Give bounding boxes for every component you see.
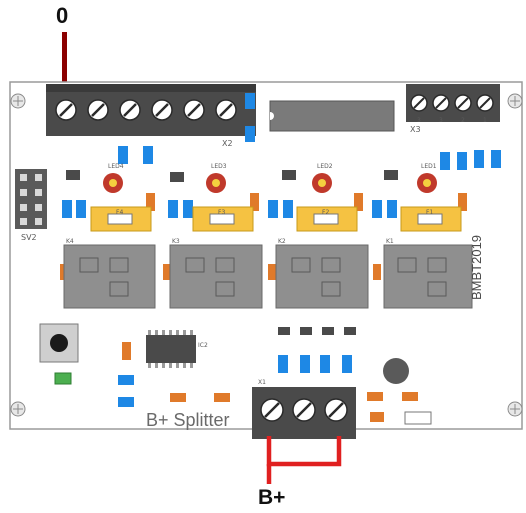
- x3-pin-label: 1: [483, 117, 487, 124]
- terminal-block-x2: [46, 84, 256, 136]
- sv2-label: SV2: [21, 233, 37, 242]
- relay-row: [63, 244, 473, 309]
- splitter-label: B+ Splitter: [146, 410, 230, 430]
- fuse-row: [90, 206, 462, 232]
- bottom-wire: [266, 436, 342, 484]
- smd-capacitor: [245, 126, 255, 142]
- x1-label: X1: [258, 379, 266, 386]
- push-button: [39, 323, 79, 363]
- top-marker-label: 0: [56, 3, 69, 28]
- smd-capacitor-row: [62, 146, 501, 407]
- ic2-chip: [146, 330, 196, 368]
- x2-label: X2: [222, 139, 233, 148]
- fuse-label: F2: [322, 209, 330, 216]
- smd-part: [404, 411, 432, 425]
- x3-pin-label: 2: [461, 117, 465, 124]
- led-label: LED3: [211, 163, 227, 170]
- top-wire: [62, 32, 67, 84]
- fuse-label: F4: [116, 209, 124, 216]
- transistor-row: [66, 170, 398, 335]
- pin-header-sv2: [15, 169, 47, 229]
- terminal-block-x3: [406, 84, 500, 122]
- round-component: [383, 358, 409, 384]
- terminal-block-x1: [252, 387, 356, 439]
- led-label: LED1: [421, 163, 437, 170]
- mounting-hole-icon: [507, 401, 523, 417]
- board-id-label: BMBT2019: [469, 234, 484, 300]
- ic2-label: IC2: [198, 342, 208, 349]
- led-label: LED2: [317, 163, 333, 170]
- x3-pin-label: 3: [439, 117, 443, 124]
- fuse-label: F1: [426, 209, 434, 216]
- green-led: [54, 372, 72, 385]
- led-row: [103, 173, 437, 193]
- relay-label: K4: [66, 238, 74, 245]
- x3-pin-label: 3: [417, 117, 421, 124]
- mounting-hole-icon: [10, 93, 26, 109]
- relay-label: K2: [278, 238, 286, 245]
- mounting-hole-icon: [507, 93, 523, 109]
- mounting-hole-icon: [10, 401, 26, 417]
- fuse-label: F3: [218, 209, 226, 216]
- relay-label: K1: [386, 238, 394, 245]
- x3-label: X3: [410, 125, 421, 134]
- ic-chip: [269, 100, 395, 132]
- relay-label: K3: [172, 238, 180, 245]
- smd-capacitor: [245, 93, 255, 109]
- led-label: LED4: [108, 163, 124, 170]
- bottom-marker-label: B+: [258, 486, 286, 509]
